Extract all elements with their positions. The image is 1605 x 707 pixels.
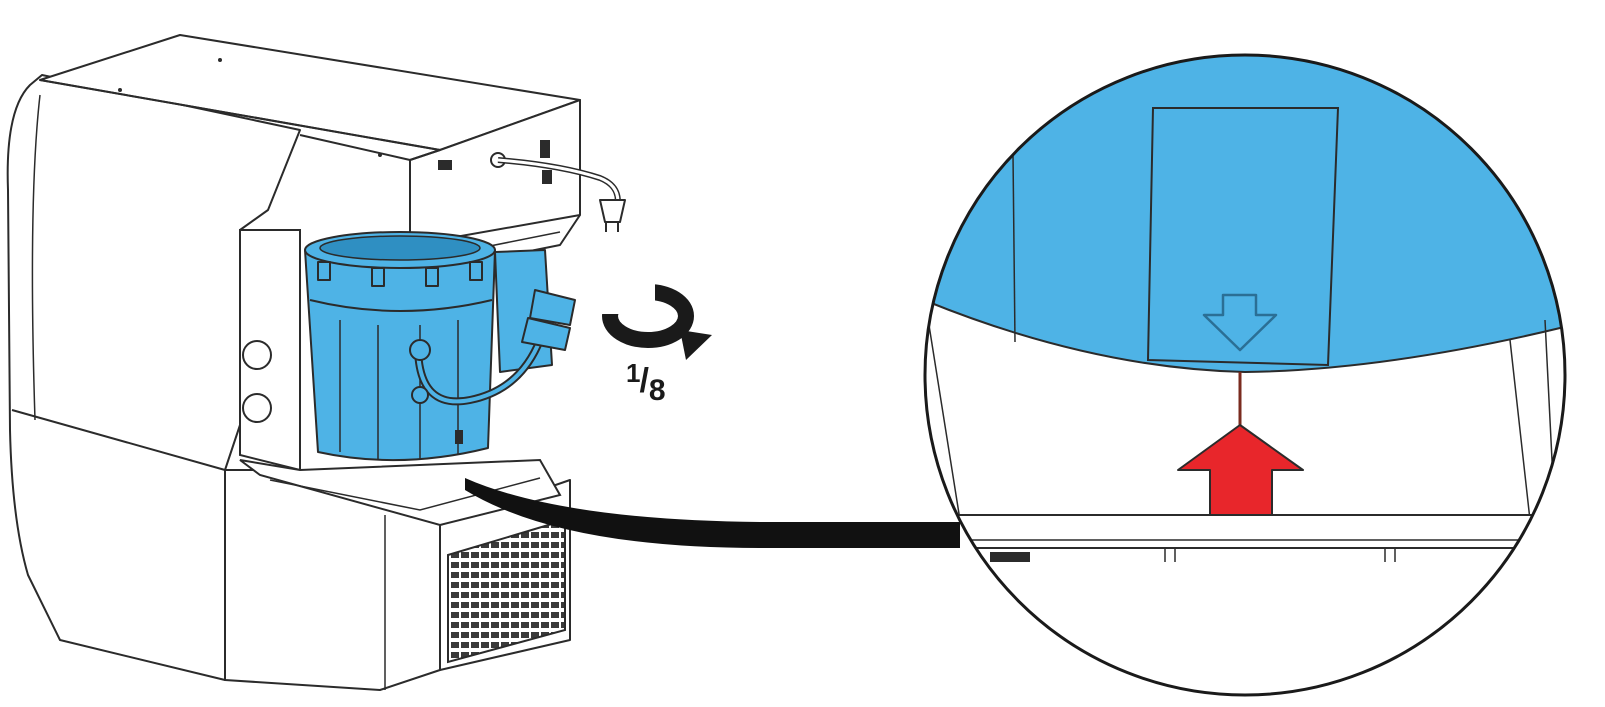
locking-tab-panel [1146, 107, 1340, 367]
rotation-fraction-label: 1/8 [626, 358, 666, 406]
blue-container [304, 231, 576, 462]
rotate-clockwise-arrow-icon [600, 282, 712, 360]
magnified-detail-view [923, 53, 1567, 697]
fraction-numerator: 1 [626, 358, 641, 388]
callout-connector-band [465, 478, 960, 548]
fraction-denominator: 8 [648, 374, 666, 407]
magnifier-outline [923, 53, 1567, 697]
base-rail [925, 514, 1565, 549]
down-arrow-outline-icon [1202, 293, 1278, 352]
fraction-slash: / [639, 362, 649, 400]
ventilation-grill [447, 518, 566, 664]
appliance-top-lid [39, 34, 626, 276]
red-up-arrow-icon [1177, 424, 1304, 516]
compartment-cavity [239, 229, 562, 527]
